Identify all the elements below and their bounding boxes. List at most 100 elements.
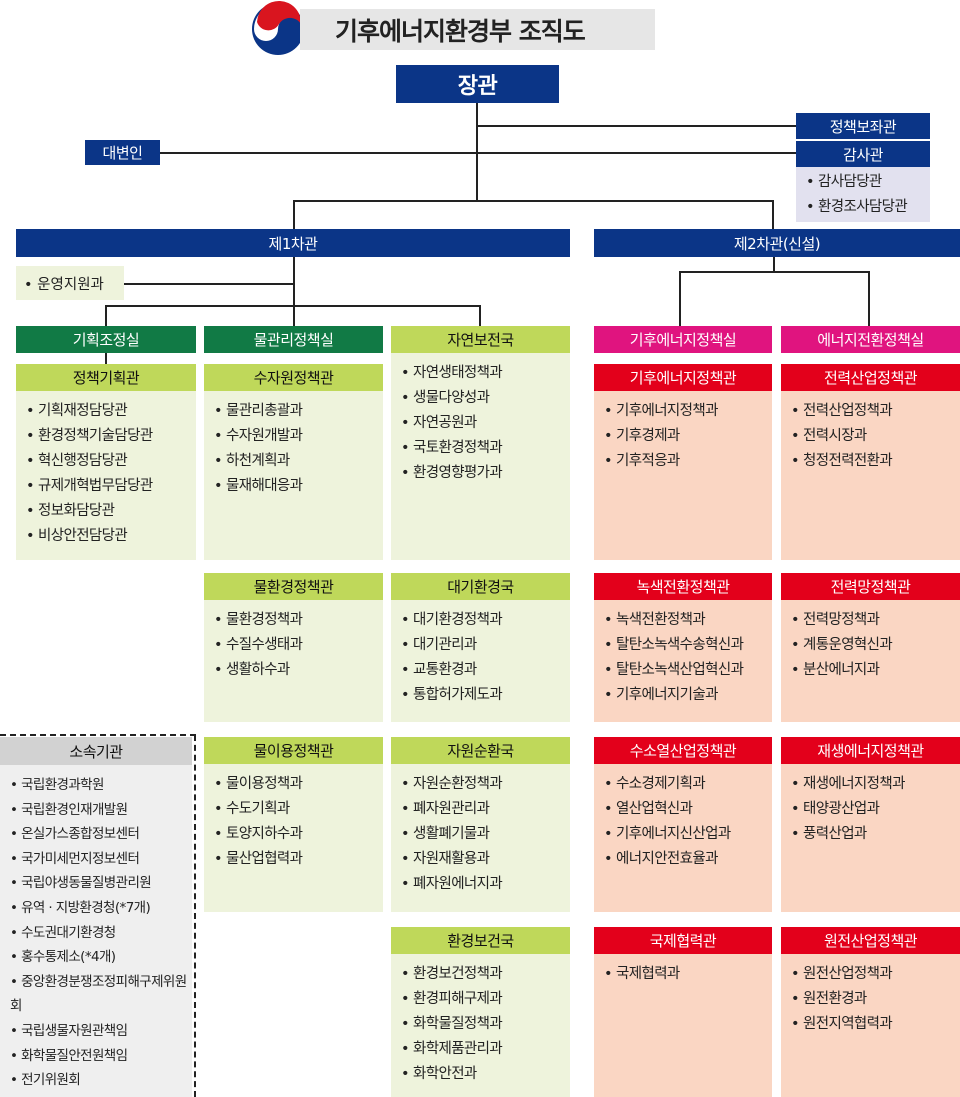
list-item: 화학안전과: [401, 1062, 570, 1087]
list-item: 환경보건정책과: [401, 962, 570, 987]
list-item: 기후에너지정책과: [604, 399, 772, 424]
list-item: 폐자원에너지과: [401, 872, 570, 897]
list-item: 정보화담당관: [26, 499, 196, 524]
unit-header-policy_plan: 정책기획관: [16, 364, 196, 391]
unit-list-water_use: 물이용정책과수도기획과토양지하수과물산업협력과: [204, 764, 383, 912]
unit-header-hydrogen: 수소열산업정책관: [594, 737, 772, 764]
spokesperson-box: 대변인: [85, 140, 160, 165]
affiliated-list: 국립환경과학원국립환경인재개발원온실가스종합정보센터국가미세먼지정보센터국립야생…: [0, 765, 192, 1097]
unit-list-nature: 자연생태정책과생물다양성과자연공원과국토환경정책과환경영향평가과: [391, 353, 570, 560]
list-item: 환경조사담당관: [806, 195, 930, 220]
list-item: 통합허가제도과: [401, 683, 570, 708]
list-item: 중앙환경분쟁조정피해구제위원회: [10, 970, 192, 1019]
support-division: • 운영지원과: [16, 266, 124, 300]
unit-header-resource: 자원순환국: [391, 737, 570, 764]
government-logo: [252, 0, 304, 55]
unit-header-intl: 국제협력관: [594, 927, 772, 954]
list-item: 대기환경정책과: [401, 608, 570, 633]
list-item: 전력시장과: [791, 424, 960, 449]
list-item: 자원재활용과: [401, 847, 570, 872]
list-item: 감사담당관: [806, 170, 930, 195]
list-item: 폐자원관리과: [401, 797, 570, 822]
list-item: 탈탄소녹색산업혁신과: [604, 658, 772, 683]
list-item: 태양광산업과: [791, 797, 960, 822]
list-item: 국립생물자원관책임: [10, 1019, 192, 1044]
list-item: 화학제품관리과: [401, 1037, 570, 1062]
list-item: 전력산업정책과: [791, 399, 960, 424]
list-item: 환경영향평가과: [401, 461, 570, 486]
unit-header-grid: 전력망정책관: [781, 573, 960, 600]
vice-minister-2: 제2차관(신설): [594, 229, 960, 257]
list-item: 하천계획과: [214, 449, 383, 474]
list-item: 기후적응과: [604, 449, 772, 474]
list-item: 국립야생동물질병관리원: [10, 871, 192, 896]
list-item: 재생에너지정책과: [791, 772, 960, 797]
list-item: 생물다양성과: [401, 386, 570, 411]
unit-header-nuclear: 원전산업정책관: [781, 927, 960, 954]
unit-header-climate_pol: 기후에너지정책관: [594, 364, 772, 391]
page-title: 기후에너지환경부 조직도: [300, 9, 655, 50]
office-transition: 에너지전환정책실: [781, 326, 960, 353]
unit-list-health: 환경보건정책과환경피해구제과화학물질정책과화학제품관리과화학안전과: [391, 954, 570, 1097]
unit-header-health: 환경보건국: [391, 927, 570, 954]
unit-list-power_ind: 전력산업정책과전력시장과청정전력전환과: [781, 391, 960, 560]
support-division-label: 운영지원과: [37, 277, 104, 293]
unit-list-climate_pol: 기후에너지정책과기후경제과기후적응과: [594, 391, 772, 560]
list-item: 물관리총괄과: [214, 399, 383, 424]
list-item: 물산업협력과: [214, 847, 383, 872]
list-item: 자연생태정책과: [401, 361, 570, 386]
list-item: 기후에너지신산업과: [604, 822, 772, 847]
unit-list-water_res: 물관리총괄과수자원개발과하천계획과물재해대응과: [204, 391, 383, 560]
auditor-list: 감사담당관환경조사담당관: [796, 167, 930, 222]
list-item: 수소경제기획과: [604, 772, 772, 797]
list-item: 토양지하수과: [214, 822, 383, 847]
unit-list-hydrogen: 수소경제기획과열산업혁신과기후에너지신산업과에너지안전효율과: [594, 764, 772, 912]
list-item: 청정전력전환과: [791, 449, 960, 474]
list-item: 원전환경과: [791, 987, 960, 1012]
list-item: 화학물질정책과: [401, 1012, 570, 1037]
list-item: 국가미세먼지정보센터: [10, 847, 192, 872]
unit-list-water_env: 물환경정책과수질수생태과생활하수과: [204, 600, 383, 722]
list-item: 자원순환정책과: [401, 772, 570, 797]
list-item: 온실가스종합정보센터: [10, 822, 192, 847]
list-item: 국립환경인재개발원: [10, 798, 192, 823]
affiliated-header: 소속기관: [0, 737, 192, 765]
list-item: 기획재정담당관: [26, 399, 196, 424]
list-item: 열산업혁신과: [604, 797, 772, 822]
unit-header-water_env: 물환경정책관: [204, 573, 383, 600]
unit-list-nuclear: 원전산업정책과원전환경과원전지역협력과: [781, 954, 960, 1097]
list-item: 전력망정책과: [791, 608, 960, 633]
list-item: 물재해대응과: [214, 474, 383, 499]
list-item: 수도기획과: [214, 797, 383, 822]
list-item: 풍력산업과: [791, 822, 960, 847]
vice-minister-1: 제1차관: [16, 229, 570, 257]
unit-header-water_use: 물이용정책관: [204, 737, 383, 764]
list-item: 대기관리과: [401, 633, 570, 658]
office-planning: 기획조정실: [16, 326, 196, 353]
list-item: 에너지안전효율과: [604, 847, 772, 872]
list-item: 탈탄소녹색수송혁신과: [604, 633, 772, 658]
unit-header-air: 대기환경국: [391, 573, 570, 600]
minister-box: 장관: [396, 65, 559, 103]
unit-list-intl: 국제협력과: [594, 954, 772, 1097]
unit-list-policy_plan: 기획재정담당관환경정책기술담당관혁신행정담당관규제개혁법무담당관정보화담당관비상…: [16, 391, 196, 560]
list-item: 물이용정책과: [214, 772, 383, 797]
unit-list-renew: 재생에너지정책과태양광산업과풍력산업과: [781, 764, 960, 912]
auditor-box: 감사관: [796, 141, 930, 167]
unit-header-green: 녹색전환정책관: [594, 573, 772, 600]
office-water: 물관리정책실: [204, 326, 383, 353]
list-item: 전기위원회: [10, 1068, 192, 1093]
list-item: 기후경제과: [604, 424, 772, 449]
list-item: 원전산업정책과: [791, 962, 960, 987]
list-item: 생활하수과: [214, 658, 383, 683]
list-item: 기후에너지기술과: [604, 683, 772, 708]
list-item: 계통운영혁신과: [791, 633, 960, 658]
list-item: 원전지역협력과: [791, 1012, 960, 1037]
office-climate: 기후에너지정책실: [594, 326, 772, 353]
list-item: 국제협력과: [604, 962, 772, 987]
unit-header-water_res: 수자원정책관: [204, 364, 383, 391]
unit-header-power_ind: 전력산업정책관: [781, 364, 960, 391]
list-item: 교통환경과: [401, 658, 570, 683]
unit-header-renew: 재생에너지정책관: [781, 737, 960, 764]
list-item: 홍수통제소(*4개): [10, 945, 192, 970]
